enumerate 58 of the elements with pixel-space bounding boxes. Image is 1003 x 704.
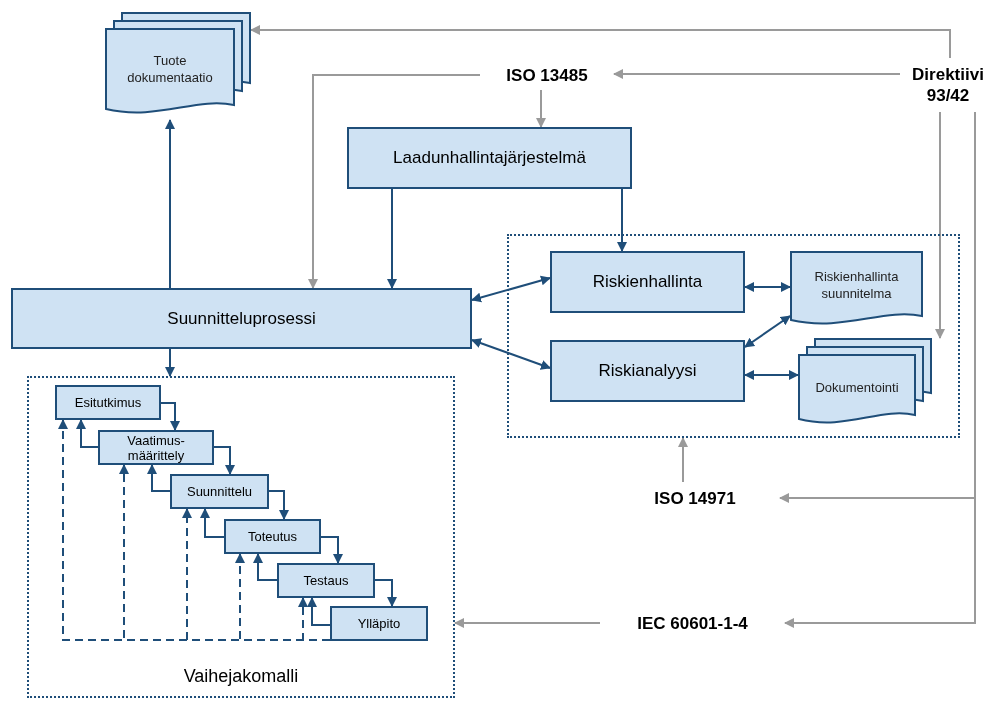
arrow — [454, 618, 601, 628]
arrow — [308, 74, 481, 289]
arrow — [307, 597, 331, 626]
box-label: Suunnitteluprosessi — [167, 307, 316, 330]
box-label: Esitutkimus — [73, 395, 143, 410]
arrow — [387, 188, 397, 289]
arrow — [374, 579, 397, 607]
phase-box — [98, 430, 214, 465]
arrow — [744, 370, 799, 380]
phase-box — [224, 519, 321, 554]
arrow — [784, 111, 976, 628]
arrow — [250, 25, 951, 59]
box-label: Ylläpito — [356, 616, 402, 631]
arrow — [744, 282, 791, 292]
document-label: Dokumentointi — [814, 378, 900, 396]
box-label: Toteutus — [246, 529, 299, 544]
document-label: Riskienhallinta suunnitelma — [813, 268, 900, 302]
arrow — [613, 69, 901, 79]
arrow — [320, 536, 343, 564]
box-label: Riskienhallinta — [592, 271, 703, 294]
process-box — [550, 251, 745, 313]
phase-box — [55, 385, 161, 420]
dotted-group-frame — [507, 234, 960, 438]
arrow — [536, 89, 546, 128]
process-box — [550, 340, 745, 402]
phase-box — [277, 563, 375, 598]
arrow — [76, 419, 99, 448]
arrow — [471, 338, 551, 370]
standard-label: IEC 60601-1-4 — [636, 612, 749, 634]
process-box — [347, 127, 632, 189]
arrow — [617, 188, 627, 252]
box-label: Testaus — [302, 573, 350, 588]
dashed-feedback-arrow — [298, 597, 331, 641]
box-label: Suunnittelu — [185, 484, 254, 499]
phase-box — [330, 606, 428, 641]
arrow — [160, 402, 180, 431]
arrow — [471, 275, 551, 303]
dotted-group-frame — [27, 376, 455, 698]
process-box — [11, 288, 472, 349]
arrow — [744, 315, 791, 348]
arrow — [165, 348, 175, 377]
arrow — [253, 553, 278, 581]
phase-box — [170, 474, 269, 509]
arrow — [147, 464, 171, 492]
arrow — [935, 111, 945, 339]
box-label: Riskianalyysi — [598, 360, 697, 383]
arrow — [165, 119, 175, 289]
standard-label: Direktiivi 93/42 — [911, 64, 985, 106]
document-label: Tuote dokumentaatio — [126, 52, 214, 86]
arrow — [200, 508, 225, 538]
arrow — [268, 490, 289, 520]
standard-label: ISO 14971 — [653, 487, 737, 509]
arrow — [213, 446, 235, 475]
standard-label: ISO 13485 — [505, 64, 589, 86]
box-label: Vaatimus-määrittely — [126, 432, 186, 463]
box-label: Laadunhallintajärjestelmä — [393, 147, 586, 170]
group-title: Vaihejakomalli — [182, 665, 300, 688]
arrow — [678, 437, 688, 483]
